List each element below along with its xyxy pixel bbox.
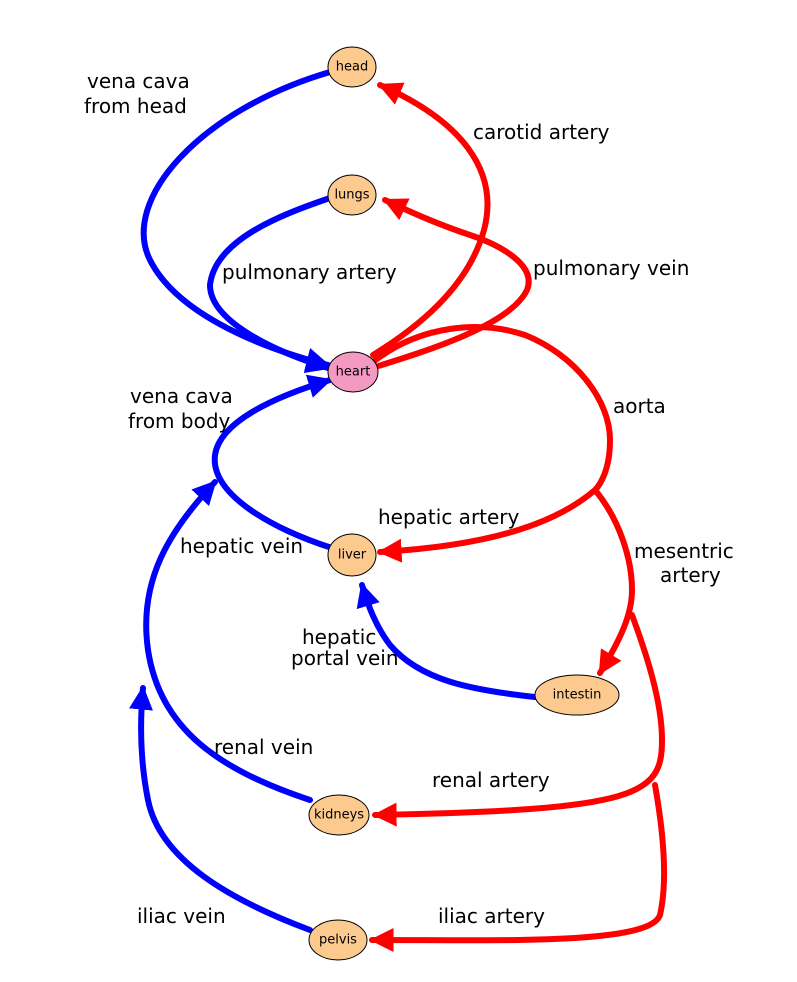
pelvis-node-shape — [308, 919, 368, 961]
pelvis-node-label: pelvis — [319, 933, 357, 948]
renal-vein-vessel — [143, 479, 313, 803]
pulmonary-vein-label: pulmonary vein — [533, 256, 689, 280]
vena-cava-from-head-label-line1: vena cava — [87, 69, 190, 93]
renal-artery-vessel — [372, 612, 665, 827]
liver-node-label: liver — [338, 548, 367, 563]
carotid-artery-label: carotid artery — [473, 120, 610, 144]
head-node-shape — [327, 46, 377, 88]
lungs-node-shape — [327, 174, 377, 216]
kidneys-node-label: kidneys — [314, 808, 364, 823]
pelvis-node: pelvis — [308, 919, 368, 961]
head-node-label: head — [336, 60, 368, 75]
vena-cava-from-head-vessel — [140, 69, 333, 372]
iliac-vein-label: iliac vein — [137, 904, 226, 928]
kidneys-node: kidneys — [308, 794, 370, 836]
renal-artery-label: renal artery — [432, 768, 550, 792]
intestin-node: intestin — [534, 674, 620, 716]
hepatic-artery-vessel — [377, 487, 598, 563]
vena-cava-from-head-label-line2: from head — [84, 94, 187, 118]
heart-node: heart — [327, 351, 379, 393]
iliac-artery-label: iliac artery — [438, 904, 545, 928]
hepatic-portal-vein-vessel — [356, 582, 538, 700]
iliac-artery-vessel — [369, 782, 668, 953]
iliac-vein-vessel — [129, 685, 313, 933]
liver-node: liver — [327, 533, 377, 577]
lungs-node: lungs — [327, 174, 377, 216]
vena-cava-from-body-label-line2: from body — [128, 409, 231, 433]
intestin-node-label: intestin — [553, 688, 602, 703]
intestin-node-shape — [534, 674, 620, 716]
heart-node-label: heart — [336, 365, 371, 380]
hepatic-artery-label: hepatic artery — [378, 505, 520, 529]
pulmonary-artery-vessel — [207, 195, 333, 374]
kidneys-node-shape — [308, 794, 370, 836]
vena-cava-from-body-vessel — [211, 374, 335, 551]
pulmonary-artery-label: pulmonary artery — [222, 260, 397, 284]
mesentric-artery-label-line2: artery — [660, 563, 721, 587]
pulmonary-vein-vessel — [369, 197, 532, 371]
lungs-node-label: lungs — [334, 188, 369, 203]
liver-node-shape — [327, 533, 377, 577]
aorta-vessel — [370, 324, 613, 493]
hepatic-portal-vein-label-line2: portal vein — [291, 646, 399, 670]
mesentric-artery-vessel — [592, 487, 635, 676]
carotid-artery-vessel — [370, 82, 491, 358]
aorta-label: aorta — [613, 394, 666, 418]
renal-vein-label: renal vein — [214, 735, 313, 759]
hepatic-vein-label: hepatic vein — [180, 534, 303, 558]
vena-cava-from-body-label-line1: vena cava — [130, 384, 233, 408]
heart-node-shape — [327, 351, 379, 393]
hepatic-portal-vein-label-line1: hepatic — [302, 625, 376, 649]
head-node: head — [327, 46, 377, 88]
mesentric-artery-label-line1: mesentric — [634, 539, 734, 563]
